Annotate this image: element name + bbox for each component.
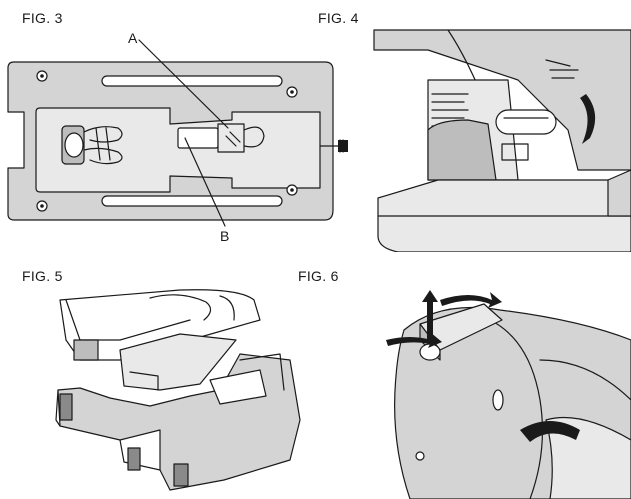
fig3-title: FIG. 3 bbox=[22, 10, 63, 26]
fig6-title: FIG. 6 bbox=[298, 268, 339, 284]
fig5-guide-assembly-diagram bbox=[55, 289, 301, 491]
fig6-lever-rotation-diagram bbox=[386, 290, 631, 499]
fig4-lever-diagram bbox=[373, 29, 631, 252]
fig5-title: FIG. 5 bbox=[22, 268, 63, 284]
fig3-callout-b: B bbox=[220, 228, 230, 244]
fig4-title: FIG. 4 bbox=[318, 10, 359, 26]
fig3-base-plate-diagram bbox=[7, 39, 348, 227]
fig3-callout-a: A bbox=[128, 30, 138, 46]
